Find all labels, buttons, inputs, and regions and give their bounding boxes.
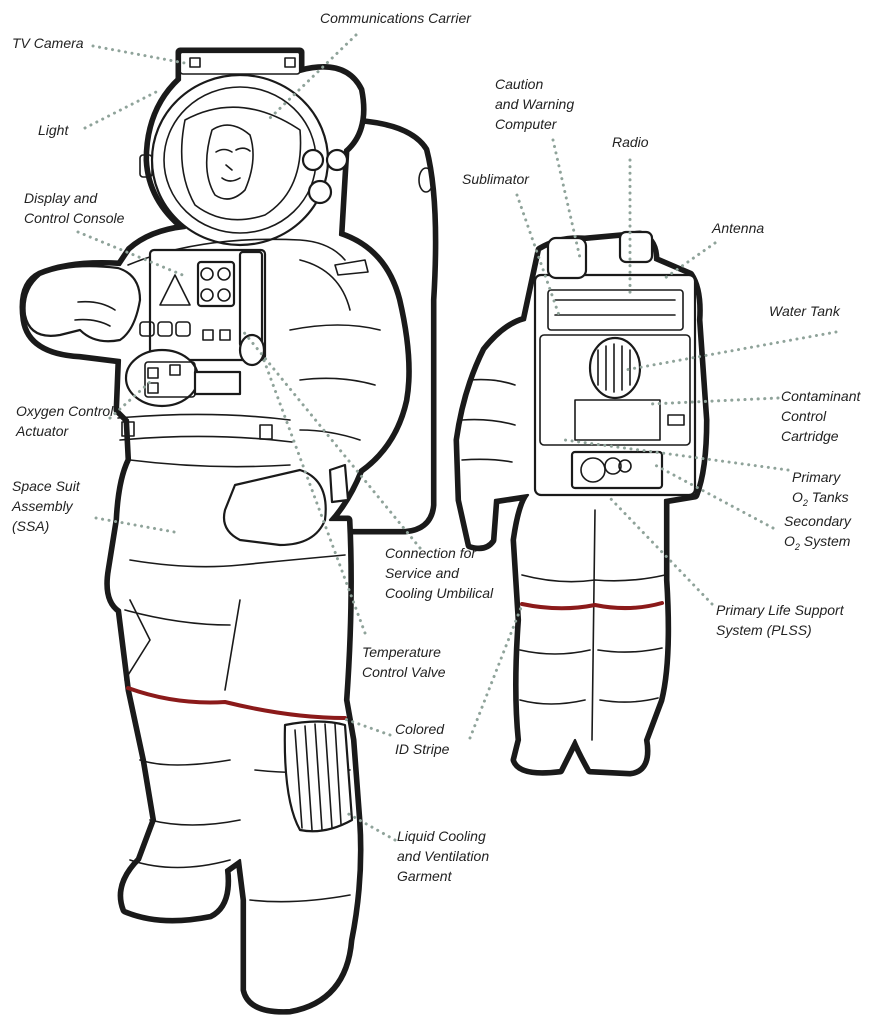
- label-connection-umbilical: Connection for Service and Cooling Umbil…: [385, 545, 494, 601]
- leader-connection-umbilical: [240, 328, 422, 550]
- label-colored-id-stripe: Colored ID Stripe: [395, 721, 450, 757]
- label-sublimator: Sublimator: [462, 171, 529, 187]
- leader-id-stripe: [340, 716, 392, 737]
- label-oxygen-control-actuator: Oxygen Control Actuator: [16, 403, 114, 439]
- leader-light: [83, 88, 162, 130]
- label-tv-camera: TV Camera: [12, 35, 84, 51]
- leader-back-id-stripe: [468, 603, 524, 740]
- leader-contaminant-cartridge: [648, 396, 780, 406]
- back-suit-illustration: [453, 230, 710, 777]
- label-contaminant-control-cartridge: Contaminant Control Cartridge: [781, 388, 861, 444]
- label-primary-o2-tanks: Primary O2 Tanks: [792, 469, 849, 508]
- label-communications-carrier: Communications Carrier: [320, 10, 471, 26]
- leader-liquid-cooling: [343, 810, 397, 842]
- label-display-control-console: Display and Control Console: [24, 190, 125, 226]
- leader-communications-carrier: [268, 33, 358, 120]
- leader-caution-warning: [551, 138, 582, 260]
- leader-display-console: [76, 230, 187, 278]
- label-light: Light: [38, 122, 69, 138]
- leader-secondary-o2: [653, 463, 775, 530]
- label-space-suit-assembly: Space Suit Assembly (SSA): [12, 478, 80, 534]
- label-primary-life-support-system: Primary Life Support System (PLSS): [716, 602, 844, 638]
- leader-ssa: [94, 516, 182, 535]
- leader-sublimator: [515, 193, 562, 320]
- label-caution-warning-computer: Caution and Warning Computer: [495, 76, 575, 132]
- label-temperature-control-valve: Temperature Control Valve: [362, 644, 446, 680]
- leader-water-tank: [623, 330, 838, 372]
- label-antenna: Antenna: [712, 220, 765, 236]
- leader-oxygen-actuator: [108, 380, 152, 420]
- label-radio: Radio: [612, 134, 649, 150]
- leader-plss: [608, 496, 714, 606]
- leader-primary-o2: [563, 438, 790, 472]
- label-water-tank: Water Tank: [769, 303, 840, 319]
- label-liquid-cooling-garment: Liquid Cooling and Ventilation Garment: [397, 828, 490, 884]
- leader-lines: [76, 33, 838, 842]
- leader-tv-camera: [91, 44, 192, 66]
- label-secondary-o2-system: Secondary O2 System: [784, 513, 851, 552]
- front-suit-illustration: [19, 47, 439, 1015]
